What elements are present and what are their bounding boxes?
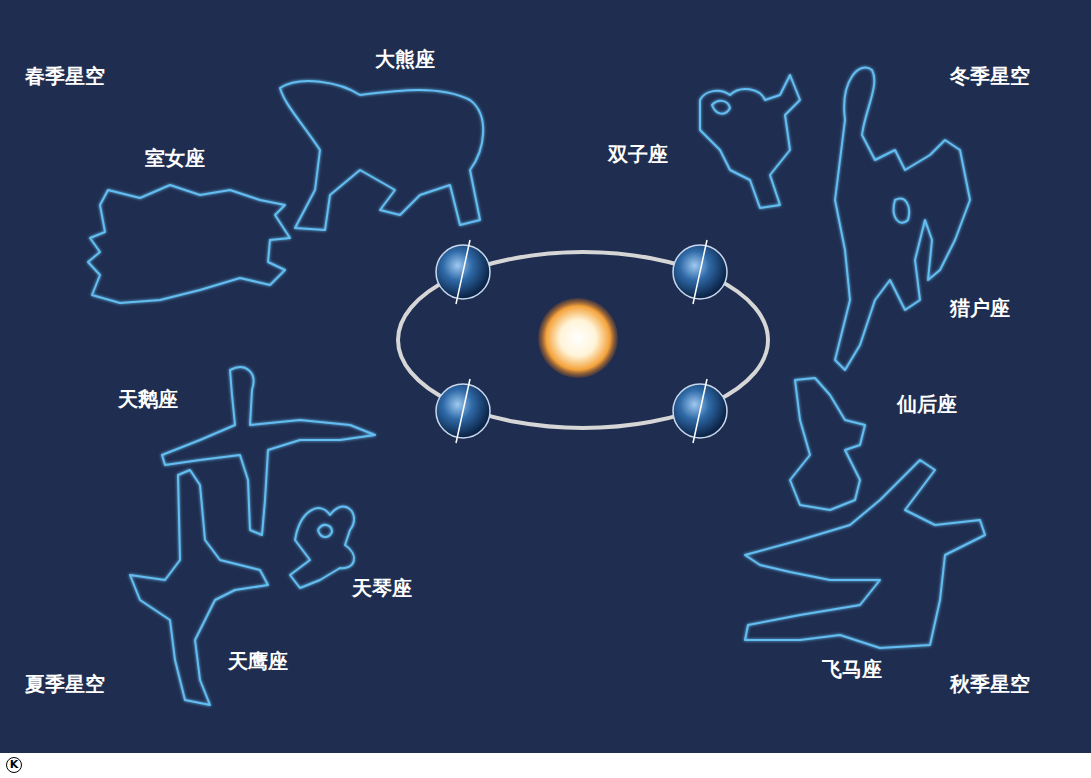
earth-group bbox=[436, 240, 727, 443]
season-label: 秋季星空 bbox=[950, 672, 1030, 696]
virgo-outline bbox=[88, 185, 290, 303]
gemini-outline bbox=[700, 75, 800, 208]
ursa-major-outline bbox=[280, 81, 483, 230]
copyright-mark: K bbox=[6, 757, 22, 773]
cassiopeia-outline bbox=[790, 378, 865, 510]
season-label: 冬季星空 bbox=[950, 64, 1030, 88]
constellation-name: 仙后座 bbox=[897, 392, 957, 416]
constellation-name: 飞马座 bbox=[822, 657, 882, 681]
constellation-name: 室女座 bbox=[145, 146, 205, 170]
season-label: 春季星空 bbox=[25, 64, 105, 88]
lyra-outline bbox=[290, 507, 354, 588]
orion-outline bbox=[835, 67, 970, 370]
constellation-name: 双子座 bbox=[608, 142, 668, 166]
constellation-name: 大熊座 bbox=[375, 47, 435, 71]
constellation-name: 天鹰座 bbox=[228, 649, 288, 673]
night-sky bbox=[0, 0, 1091, 753]
constellation-name: 天鹅座 bbox=[118, 387, 178, 411]
sun bbox=[538, 298, 618, 378]
season-label: 夏季星空 bbox=[25, 672, 105, 696]
constellation-name: 天琴座 bbox=[352, 576, 412, 600]
pegasus-outline bbox=[745, 460, 985, 648]
cygnus-outline bbox=[162, 367, 375, 535]
constellation-name: 猎户座 bbox=[950, 296, 1010, 320]
